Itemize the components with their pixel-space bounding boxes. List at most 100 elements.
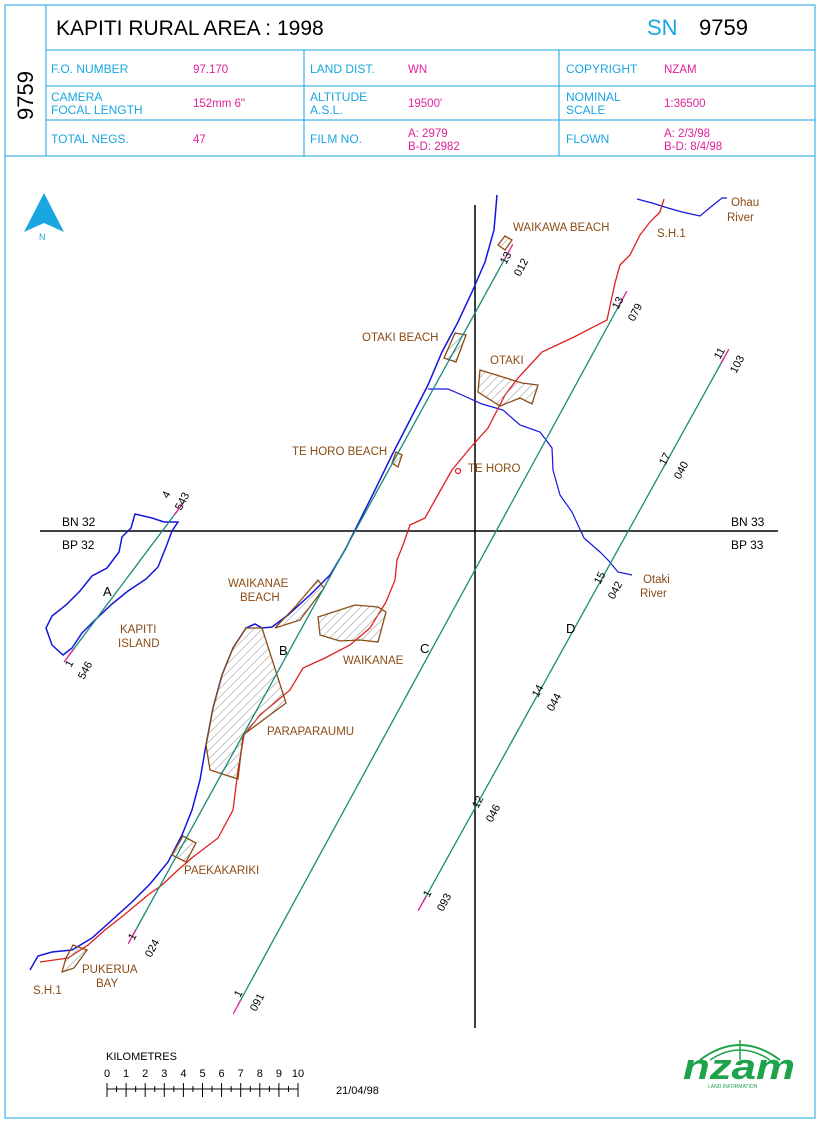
altitude-label: ALTITUDE — [310, 90, 367, 104]
run-a-start-neg: 546 — [76, 660, 95, 682]
scale-tick-label: 10 — [292, 1068, 304, 1080]
asl-label: A.S.L. — [310, 103, 343, 117]
north-arrow-icon: N — [24, 193, 64, 242]
place-sh1-south: S.H.1 — [33, 985, 62, 997]
waikawa-beach-area — [497, 235, 513, 251]
photo-ticks — [63, 243, 730, 1015]
flight-line-c-end-tick — [232, 999, 242, 1015]
place-otaki-river-1: Otaki — [643, 574, 670, 586]
run-d-numbers: 1 093 12 046 14 044 15 042 17 040 11 103 — [421, 346, 747, 914]
flight-line-a-end-tick — [173, 501, 185, 516]
fo-number-value: 97.170 — [193, 64, 228, 76]
run-label-a: A — [103, 584, 112, 599]
grid-label-bp-right: BP 33 — [731, 538, 764, 552]
pukerua-bay-area — [61, 944, 89, 974]
place-waikanae-beach-1: WAIKANAE — [228, 578, 289, 590]
scale-tick-label: 4 — [180, 1068, 186, 1080]
run-c-end-photo: 13 — [610, 295, 626, 311]
flown-label: FLOWN — [566, 132, 609, 146]
grid-label-bp-left: BP 32 — [62, 538, 95, 552]
flight-line-b-end-tick — [504, 243, 514, 259]
place-paekakariki: PAEKAKARIKI — [184, 865, 259, 877]
north-label: N — [39, 232, 46, 242]
flight-line-d-end-tick — [720, 348, 730, 364]
place-kapiti-island-1: KAPITI — [120, 624, 156, 636]
place-paraparaumu: PARAPARAUMU — [267, 726, 354, 738]
flight-line-b-end-tick — [127, 929, 137, 945]
run-a-start-photo: 1 — [63, 658, 76, 669]
run-d-end-photo: 11 — [712, 346, 728, 362]
run-d-mid4-photo: 17 — [657, 451, 673, 467]
run-d-mid2-neg: 044 — [545, 692, 564, 714]
scale-tick-label: 8 — [257, 1068, 263, 1080]
place-kapiti-island-2: ISLAND — [118, 638, 160, 650]
grid-label-bn-left: BN 32 — [62, 515, 96, 529]
flight-line-c — [237, 299, 623, 1006]
run-label-c: C — [420, 641, 429, 656]
run-d-start-photo: 1 — [421, 888, 434, 899]
run-label-d: D — [566, 621, 575, 636]
run-b-start-photo: 1 — [126, 931, 139, 942]
run-b-end-neg: 012 — [512, 257, 531, 279]
scale-tick-label: 2 — [142, 1068, 148, 1080]
run-d-mid3-photo: 15 — [592, 570, 608, 586]
place-names: WAIKAWA BEACH S.H.1 Ohau River OTAKI BEA… — [33, 197, 759, 997]
waikanae-beach-area — [274, 578, 325, 629]
place-waikawa-beach: WAIKAWA BEACH — [513, 222, 610, 234]
nzam-logo: nzam LAND INFORMATION — [683, 1040, 795, 1090]
nominal-scale-value: 1:36500 — [664, 98, 706, 110]
scale-tick-label: 3 — [161, 1068, 167, 1080]
run-d-mid1-neg: 046 — [484, 803, 503, 825]
copyright-label: COPYRIGHT — [566, 62, 638, 76]
run-d-mid3-neg: 042 — [606, 580, 625, 602]
logo-subtext: LAND INFORMATION — [708, 1084, 758, 1090]
paekakariki-area — [171, 835, 197, 863]
place-sh1-north: S.H.1 — [657, 228, 686, 240]
place-ohau-river: River — [727, 212, 754, 224]
mainland-coastline — [29, 194, 498, 971]
flight-line-d — [422, 357, 725, 903]
camera-value: 152mm 6" — [193, 98, 245, 110]
map-date: 21/04/98 — [336, 1085, 379, 1097]
film-no-value-bd: B-D: 2982 — [408, 141, 460, 153]
place-waikanae: WAIKANAE — [343, 655, 404, 667]
total-negs-value: 47 — [193, 134, 206, 146]
camera-label: CAMERA — [51, 90, 102, 104]
scale-label: SCALE — [566, 103, 605, 117]
altitude-value: 19500' — [408, 98, 442, 110]
place-pukerua-1: PUKERUA — [82, 964, 138, 976]
ohau-river — [636, 197, 727, 217]
run-label-b: B — [279, 643, 288, 658]
kapiti-island-coastline — [45, 513, 180, 656]
header-frame — [4, 4, 816, 1119]
scale-tick-label: 9 — [276, 1068, 282, 1080]
flight-line-d-end-tick — [417, 896, 427, 912]
run-d-mid1-photo: 12 — [470, 794, 486, 810]
scale-tick-label: 5 — [199, 1068, 205, 1080]
flight-line-a-end-tick — [63, 648, 75, 663]
run-c-numbers: 1 091 13 079 — [232, 295, 645, 1013]
run-d-mid4-neg: 040 — [672, 460, 691, 482]
land-dist-label: LAND DIST. — [310, 62, 375, 76]
run-c-start-neg: 091 — [248, 992, 267, 1014]
land-dist-value: WN — [408, 64, 427, 76]
place-te-horo: TE HORO — [468, 463, 520, 475]
flight-line-b — [132, 252, 509, 936]
run-d-start-neg: 093 — [435, 892, 454, 914]
scale-bar-title: KILOMETRES — [106, 1051, 177, 1063]
run-b-start-neg: 024 — [143, 938, 162, 960]
sheet-title: KAPITI RURAL AREA : 1998 — [56, 17, 324, 40]
flight-lines — [69, 252, 725, 1006]
run-b-end-photo: 13 — [498, 250, 514, 266]
place-te-horo-beach: TE HORO BEACH — [292, 446, 387, 458]
place-ohau: Ohau — [731, 197, 759, 209]
focal-length-label: FOCAL LENGTH — [51, 103, 143, 117]
waikanae-area — [317, 604, 387, 643]
film-no-value-a: A: 2979 — [408, 128, 448, 140]
run-c-start-photo: 1 — [232, 988, 245, 999]
run-a-end-neg: 543 — [173, 491, 192, 513]
side-sheet-number: 9759 — [13, 71, 38, 120]
